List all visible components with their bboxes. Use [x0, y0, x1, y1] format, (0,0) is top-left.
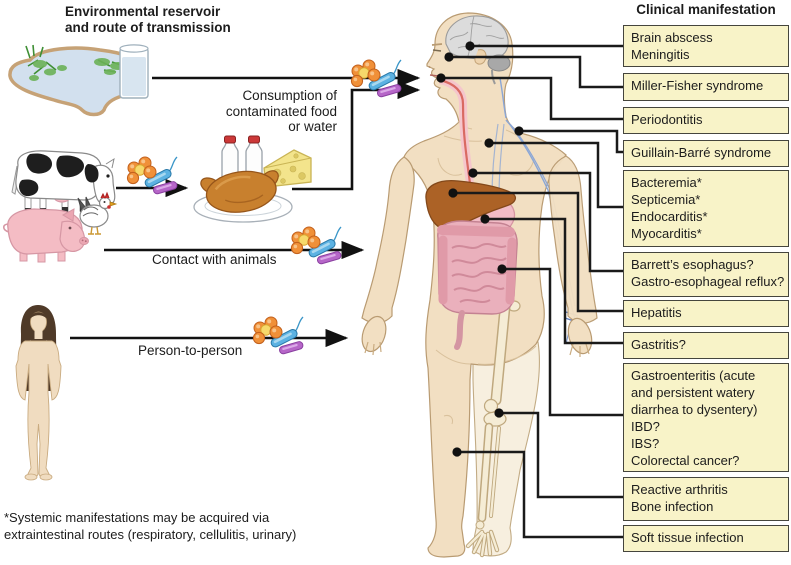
roast-chicken-icon — [193, 170, 293, 223]
manifestation-line: Septicemia* — [631, 192, 701, 207]
manifestation-line: diarrhea to dysentery) — [631, 402, 758, 417]
manifestation-box-brain-abscess: Brain abscess Meningitis — [623, 25, 789, 67]
manifestation-line: Bone infection — [631, 499, 714, 514]
consumption-label-line3: or water — [288, 119, 337, 134]
manifestation-line: Gastroenteritis (acute — [631, 368, 756, 383]
manifestation-box-hepatitis: Hepatitis — [623, 300, 789, 327]
consumption-label: Consumption of contaminated food or wate… — [195, 88, 337, 135]
manifestation-line: Meningitis — [631, 47, 690, 62]
manifestation-line: IBS? — [631, 436, 660, 451]
manifestation-line: IBD? — [631, 419, 660, 434]
organ-dots — [436, 41, 524, 457]
manifestation-line: Barrett’s esophagus? — [631, 257, 754, 272]
hen-icon — [77, 191, 118, 235]
manifestation-line: Hepatitis — [631, 305, 682, 320]
bacteria-cluster-icon — [252, 316, 305, 356]
manifestation-box-gastroenteritis: Gastroenteritis (acute and persistent wa… — [623, 363, 789, 472]
manifestation-line: Brain abscess — [631, 30, 713, 45]
intestines-icon — [437, 220, 518, 350]
manifestation-line: Gastro-esophageal reflux? — [631, 274, 785, 289]
manifestation-box-miller-fisher: Miller-Fisher syndrome — [623, 73, 789, 101]
consumption-label-line1: Consumption of — [242, 88, 337, 103]
manifestation-box-periodontitis: Periodontitis — [623, 107, 789, 134]
manifestation-line: Endocarditis* — [631, 209, 708, 224]
footnote-line2: extraintestinal routes (respiratory, cel… — [4, 527, 297, 542]
manifestation-line: Myocarditis* — [631, 226, 702, 241]
manifestation-connectors — [441, 44, 623, 539]
person-icon — [15, 305, 62, 481]
manifestation-line: Miller-Fisher syndrome — [631, 78, 764, 93]
manifestation-box-bacteremia: Bacteremia* Septicemia* Endocarditis* My… — [623, 170, 789, 247]
contact-animals-label: Contact with animals — [152, 252, 277, 267]
consumption-label-line2: contaminated food — [225, 103, 337, 119]
manifestation-line: Guillain-Barré syndrome — [631, 145, 772, 160]
manifestation-line: Reactive arthritis — [631, 482, 728, 497]
skeletal-leg — [472, 341, 540, 557]
human-body-anatomy-icon — [361, 12, 598, 558]
manifestation-line: Soft tissue infection — [631, 530, 744, 545]
manifestation-box-guillain-barre: Guillain-Barré syndrome — [623, 140, 789, 167]
esophagus — [438, 76, 477, 209]
bacteria-cluster-icon — [290, 226, 343, 266]
manifestation-line: and persistent watery — [631, 385, 755, 400]
manifestation-box-reactive-arthritis: Reactive arthritis Bone infection — [623, 477, 789, 521]
right-header: Clinical manifestation — [636, 2, 776, 17]
manifestation-box-gastritis: Gastritis? — [623, 332, 789, 359]
manifestation-line: Gastritis? — [631, 337, 686, 352]
left-header: Environmental reservoir and route of tra… — [65, 4, 231, 35]
left-header-line1: Environmental reservoir — [65, 4, 221, 19]
person-to-person-label: Person-to-person — [138, 343, 243, 358]
water-glass-icon — [119, 44, 149, 99]
footnote-line1: *Systemic manifestations may be acquired… — [4, 510, 270, 525]
footnote: *Systemic manifestations may be acquired… — [4, 509, 296, 543]
manifestation-line: Colorectal cancer? — [631, 453, 740, 468]
brain-icon — [445, 15, 511, 85]
pig-icon — [2, 208, 89, 263]
manifestation-line: Bacteremia* — [631, 175, 702, 190]
left-arm — [361, 156, 415, 356]
bacteria-cluster-icon — [350, 59, 403, 99]
manifestation-box-soft-tissue: Soft tissue infection — [623, 525, 789, 552]
left-header-line2: and route of transmission — [65, 19, 231, 35]
manifestation-box-barretts: Barrett’s esophagus? Gastro-esophageal r… — [623, 252, 789, 297]
manifestation-line: Periodontitis — [631, 112, 703, 127]
cow-icon — [11, 150, 116, 213]
